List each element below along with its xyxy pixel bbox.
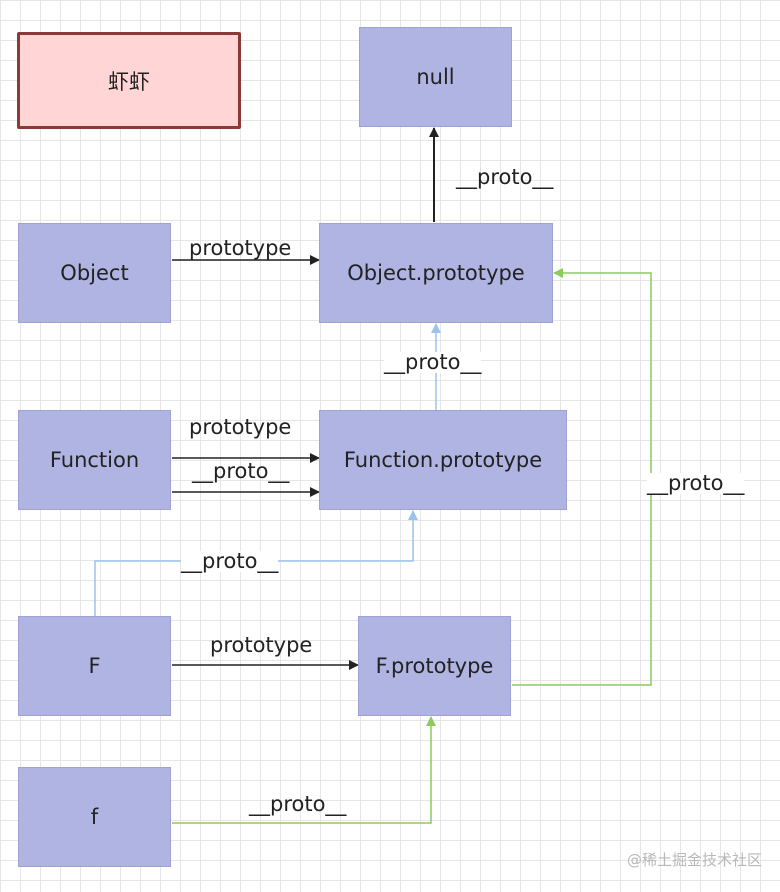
node-function-prototype[interactable]: Function.prototype xyxy=(319,410,567,510)
node-F-prototype[interactable]: F.prototype xyxy=(358,616,511,716)
label-F-funcproto: __proto__ xyxy=(181,549,279,573)
node-null[interactable]: null xyxy=(359,27,512,127)
node-object[interactable]: Object xyxy=(18,223,171,323)
label-function-funcproto-prototype: prototype xyxy=(189,415,292,439)
node-f[interactable]: f xyxy=(18,767,171,867)
edge-f-fproto xyxy=(172,716,436,824)
label-fproto-objproto: __proto__ xyxy=(647,471,745,495)
label-function-funcproto-proto: __proto__ xyxy=(192,459,290,483)
label-object-objproto: prototype xyxy=(189,236,292,260)
watermark: @稀土掘金技术社区 xyxy=(626,851,762,869)
node-function[interactable]: Function xyxy=(18,410,171,510)
label-funcproto-objproto: __proto__ xyxy=(384,350,482,374)
node-object-prototype[interactable]: Object.prototype xyxy=(319,223,553,323)
node-title[interactable]: 虾虾 xyxy=(17,32,241,129)
label-objproto-null: __proto__ xyxy=(456,165,554,189)
label-F-fproto: prototype xyxy=(210,633,313,657)
label-f-fproto: __proto__ xyxy=(249,792,347,816)
node-F[interactable]: F xyxy=(18,616,171,716)
